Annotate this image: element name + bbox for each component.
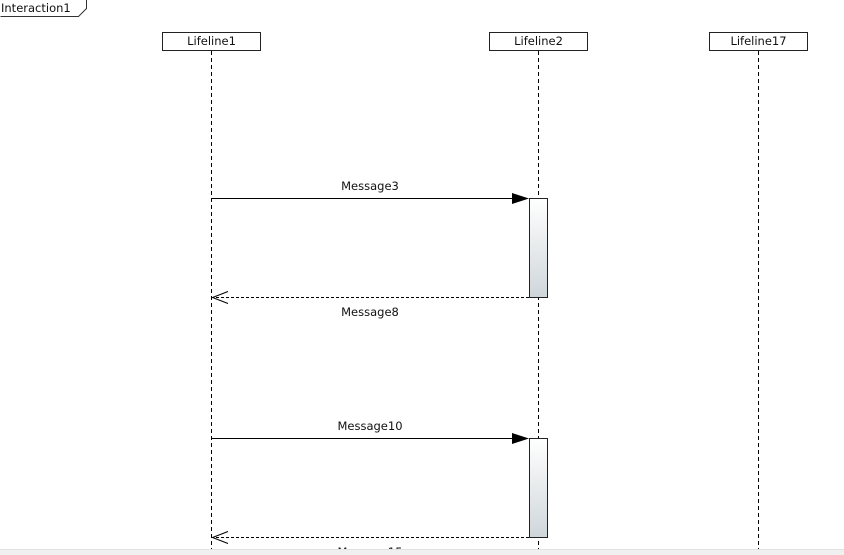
message10-arrow[interactable] <box>211 433 530 444</box>
activation-bar-2[interactable] <box>529 438 548 538</box>
message3-label[interactable]: Message3 <box>341 179 399 193</box>
lifeline17-head[interactable]: Lifeline17 <box>709 32 808 51</box>
interaction-name[interactable]: Interaction1 <box>1 1 71 15</box>
message3-arrow[interactable] <box>211 193 530 204</box>
activation-bar-1[interactable] <box>529 198 548 298</box>
message10-label[interactable]: Message10 <box>337 419 403 433</box>
lifeline2-head[interactable]: Lifeline2 <box>489 32 588 51</box>
interaction-frame-tab[interactable] <box>0 0 87 17</box>
message8-label[interactable]: Message8 <box>341 305 399 319</box>
message8-arrow[interactable] <box>211 291 530 304</box>
lifeline1-head[interactable]: Lifeline1 <box>162 32 261 51</box>
message15-arrow[interactable] <box>211 531 530 544</box>
horizontal-scrollbar[interactable] <box>0 549 844 555</box>
